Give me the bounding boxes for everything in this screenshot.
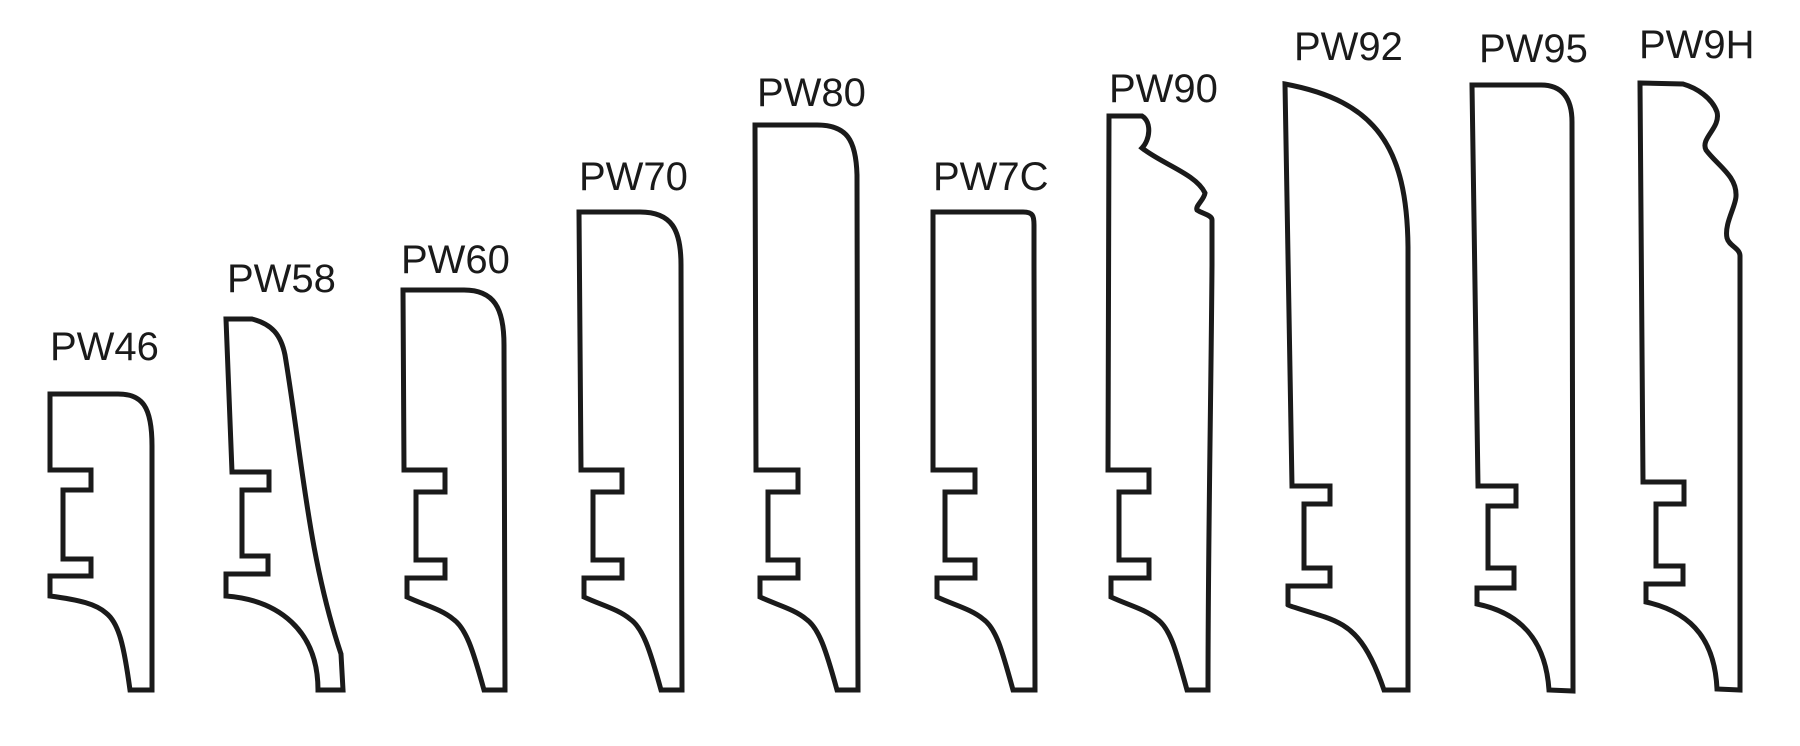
profile-pw92: PW92: [1282, 25, 1411, 693]
profile-label-pw80: PW80: [757, 71, 866, 115]
profile-label-pw7c: PW7C: [933, 155, 1049, 199]
profile-label-pw46: PW46: [50, 325, 159, 369]
profile-outline-pw58: [223, 316, 346, 693]
profile-outline-pw95: [1469, 82, 1576, 694]
profile-outline-pw80: [752, 122, 861, 693]
profile-pw90: PW90: [1105, 67, 1218, 693]
profile-outline-pw92: [1282, 80, 1411, 693]
profile-pw95: PW95: [1469, 27, 1588, 694]
profile-outline-pw60: [400, 287, 508, 693]
profile-pw70: PW70: [576, 155, 688, 693]
profile-outline-pw90: [1105, 113, 1215, 693]
profile-pw60: PW60: [400, 238, 510, 693]
profile-label-pw9h: PW9H: [1639, 23, 1755, 67]
profile-outline-pw9h: [1637, 80, 1743, 693]
profile-label-pw95: PW95: [1479, 27, 1588, 71]
profile-outline-pw7c: [930, 209, 1038, 693]
profile-pw80: PW80: [752, 71, 866, 693]
profile-pw9h: PW9H: [1637, 23, 1755, 693]
profile-pw58: PW58: [223, 257, 346, 693]
profile-outline-pw46: [47, 391, 155, 693]
profile-label-pw92: PW92: [1294, 25, 1403, 69]
profile-outline-pw70: [576, 209, 685, 693]
profile-pw7c: PW7C: [930, 155, 1049, 693]
profile-label-pw90: PW90: [1109, 67, 1218, 111]
profile-label-pw60: PW60: [401, 238, 510, 282]
profile-label-pw58: PW58: [227, 257, 336, 301]
profile-pw46: PW46: [47, 325, 159, 693]
profile-label-pw70: PW70: [579, 155, 688, 199]
